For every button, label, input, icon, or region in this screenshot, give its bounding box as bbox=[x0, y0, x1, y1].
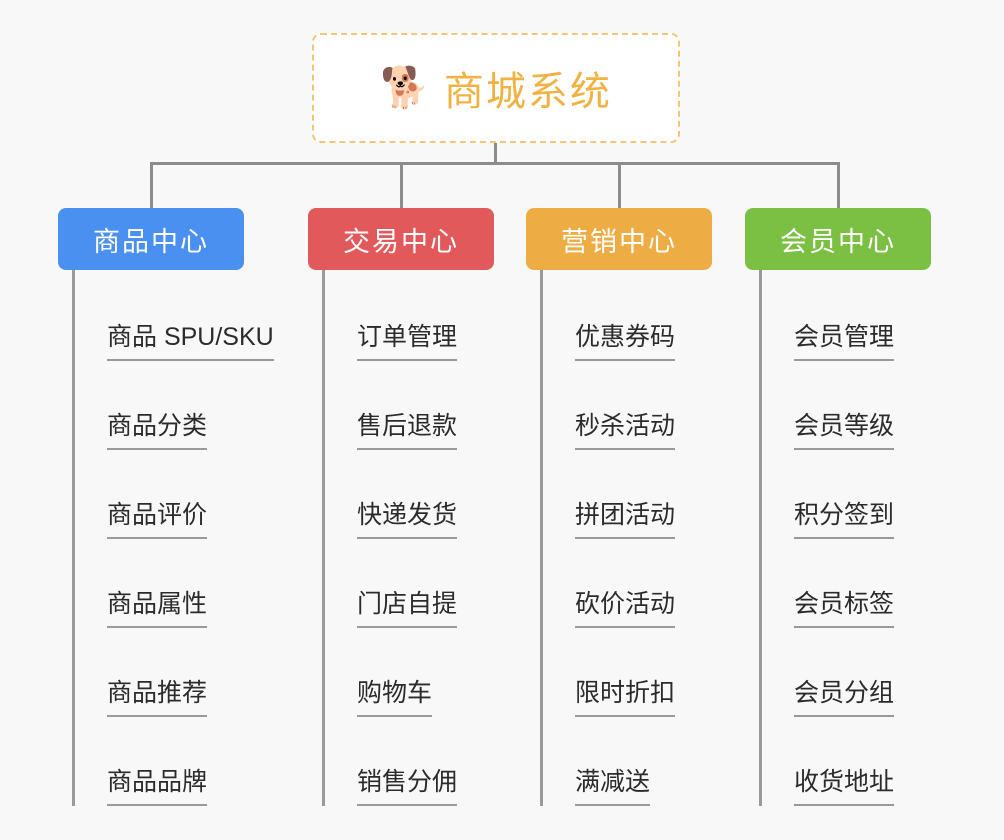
leaf-item[interactable]: 收货地址 bbox=[762, 717, 931, 806]
connector-root-stem bbox=[494, 143, 497, 164]
branch-items-2: 订单管理 售后退款 快递发货 门店自提 购物车 销售分佣 bbox=[322, 270, 494, 806]
branch-header-label-4: 会员中心 bbox=[780, 226, 896, 257]
leaf-label: 会员标签 bbox=[794, 584, 895, 628]
leaf-label: 订单管理 bbox=[357, 317, 458, 361]
branch-items-3: 优惠券码 秒杀活动 拼团活动 砍价活动 限时折扣 满减送 bbox=[540, 270, 712, 806]
branch-header-label-2: 交易中心 bbox=[343, 226, 459, 257]
leaf-label: 商品 SPU/SKU bbox=[107, 317, 274, 361]
leaf-label: 优惠券码 bbox=[575, 317, 676, 361]
leaf-label: 满减送 bbox=[575, 762, 651, 806]
branch-column-3: 营销中心 优惠券码 秒杀活动 拼团活动 砍价活动 限时折扣 满减送 bbox=[526, 208, 712, 806]
leaf-item[interactable]: 订单管理 bbox=[325, 272, 494, 361]
leaf-label: 商品分类 bbox=[107, 406, 208, 450]
leaf-item[interactable]: 购物车 bbox=[325, 628, 494, 717]
leaf-item[interactable]: 商品属性 bbox=[75, 539, 274, 628]
connector-drop-4 bbox=[837, 162, 840, 208]
connector-drop-2 bbox=[400, 162, 403, 208]
leaf-item[interactable]: 商品推荐 bbox=[75, 628, 274, 717]
shiba-dog-icon: 🐕 bbox=[380, 66, 430, 110]
leaf-item[interactable]: 秒杀活动 bbox=[543, 361, 712, 450]
leaf-item[interactable]: 快递发货 bbox=[325, 450, 494, 539]
leaf-item[interactable]: 限时折扣 bbox=[543, 628, 712, 717]
leaf-label: 拼团活动 bbox=[575, 495, 676, 539]
leaf-label: 销售分佣 bbox=[357, 762, 458, 806]
leaf-item[interactable]: 商品 SPU/SKU bbox=[75, 272, 274, 361]
leaf-label: 收货地址 bbox=[794, 762, 895, 806]
leaf-item[interactable]: 销售分佣 bbox=[325, 717, 494, 806]
branch-header-2[interactable]: 交易中心 bbox=[308, 208, 494, 270]
root-title: 商城系统 bbox=[443, 70, 612, 114]
branch-header-label-3: 营销中心 bbox=[561, 226, 677, 257]
leaf-label: 商品品牌 bbox=[107, 762, 208, 806]
connector-drop-1 bbox=[150, 162, 153, 208]
branch-items-4: 会员管理 会员等级 积分签到 会员标签 会员分组 收货地址 bbox=[759, 270, 931, 806]
leaf-label: 会员等级 bbox=[794, 406, 895, 450]
leaf-label: 商品属性 bbox=[107, 584, 208, 628]
leaf-label: 商品评价 bbox=[107, 495, 208, 539]
root-node[interactable]: 🐕 商城系统 bbox=[312, 33, 680, 143]
leaf-item[interactable]: 会员等级 bbox=[762, 361, 931, 450]
connector-drop-3 bbox=[618, 162, 621, 208]
leaf-label: 秒杀活动 bbox=[575, 406, 676, 450]
leaf-item[interactable]: 售后退款 bbox=[325, 361, 494, 450]
leaf-item[interactable]: 砍价活动 bbox=[543, 539, 712, 628]
leaf-item[interactable]: 会员标签 bbox=[762, 539, 931, 628]
leaf-item[interactable]: 门店自提 bbox=[325, 539, 494, 628]
leaf-label: 快递发货 bbox=[357, 495, 458, 539]
leaf-label: 砍价活动 bbox=[575, 584, 676, 628]
leaf-item[interactable]: 优惠券码 bbox=[543, 272, 712, 361]
leaf-label: 限时折扣 bbox=[575, 673, 676, 717]
branch-header-1[interactable]: 商品中心 bbox=[58, 208, 244, 270]
leaf-label: 门店自提 bbox=[357, 584, 458, 628]
branch-column-2: 交易中心 订单管理 售后退款 快递发货 门店自提 购物车 销售分佣 bbox=[308, 208, 494, 806]
branch-column-1: 商品中心 商品 SPU/SKU 商品分类 商品评价 商品属性 商品推荐 商品品牌 bbox=[58, 208, 274, 806]
leaf-label: 商品推荐 bbox=[107, 673, 208, 717]
leaf-item[interactable]: 会员管理 bbox=[762, 272, 931, 361]
leaf-item[interactable]: 商品分类 bbox=[75, 361, 274, 450]
leaf-label: 积分签到 bbox=[794, 495, 895, 539]
connector-horizontal-bus bbox=[150, 162, 840, 165]
leaf-label: 购物车 bbox=[357, 673, 433, 717]
leaf-item[interactable]: 拼团活动 bbox=[543, 450, 712, 539]
leaf-label: 会员管理 bbox=[794, 317, 895, 361]
leaf-item[interactable]: 满减送 bbox=[543, 717, 712, 806]
branch-header-3[interactable]: 营销中心 bbox=[526, 208, 712, 270]
leaf-item[interactable]: 商品评价 bbox=[75, 450, 274, 539]
leaf-label: 售后退款 bbox=[357, 406, 458, 450]
branch-header-label-1: 商品中心 bbox=[93, 226, 209, 257]
branch-header-4[interactable]: 会员中心 bbox=[745, 208, 931, 270]
leaf-label: 会员分组 bbox=[794, 673, 895, 717]
branch-items-1: 商品 SPU/SKU 商品分类 商品评价 商品属性 商品推荐 商品品牌 bbox=[72, 270, 274, 806]
branch-column-4: 会员中心 会员管理 会员等级 积分签到 会员标签 会员分组 收货地址 bbox=[745, 208, 931, 806]
leaf-item[interactable]: 商品品牌 bbox=[75, 717, 274, 806]
leaf-item[interactable]: 积分签到 bbox=[762, 450, 931, 539]
leaf-item[interactable]: 会员分组 bbox=[762, 628, 931, 717]
